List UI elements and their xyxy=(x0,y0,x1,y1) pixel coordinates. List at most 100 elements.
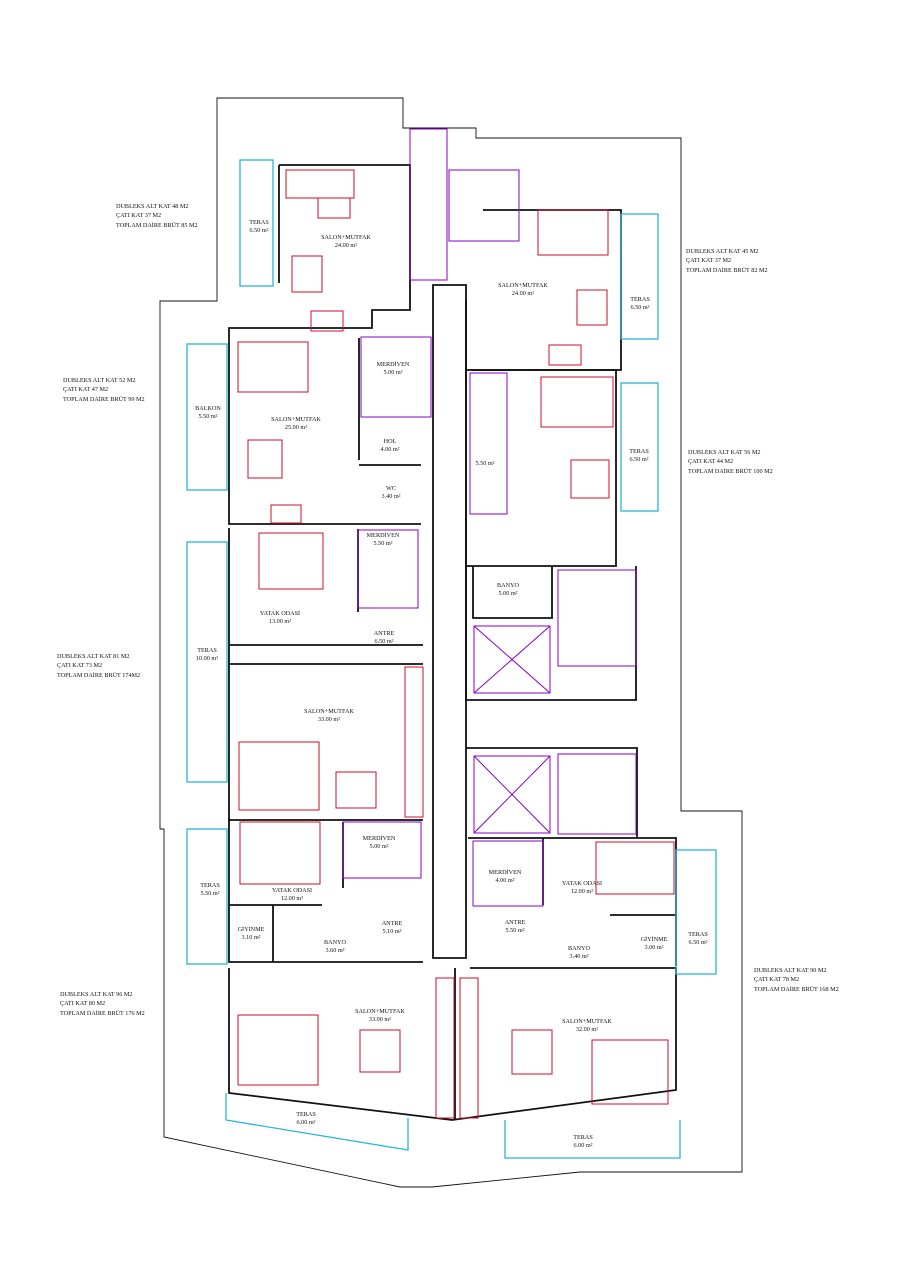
room-area: 5.50 m² xyxy=(198,413,218,420)
room-name: SALON+MUTFAK xyxy=(271,416,321,423)
note-line: DUBLEKS ALT KAT 96 M2 xyxy=(60,991,133,998)
room-area: 33.00 m² xyxy=(368,1016,392,1023)
room-name: YATAK ODASI xyxy=(561,880,603,887)
room-area: 5.00 m² xyxy=(498,590,518,597)
unit-area-note-6: DUBLEKS ALT KAT 96 M2 ÇATI KAT 80 M2 TOP… xyxy=(60,990,145,1018)
room-area: 13.00 m² xyxy=(268,618,292,625)
room-area: 6.00 m² xyxy=(296,1119,316,1126)
room-name: BALKON xyxy=(195,405,221,412)
room-name: BANYO xyxy=(496,582,520,589)
note-line: TOPLAM DAİRE BRÜT 99 M2 xyxy=(63,395,145,403)
room-area: 3.10 m² xyxy=(241,934,261,941)
room-name: ANTRE xyxy=(381,920,403,927)
room-area: 24.00 m² xyxy=(511,290,535,297)
room-area: 3.00 m² xyxy=(644,944,664,951)
note-line: DUBLEKS ALT KAT 52 M2 xyxy=(63,377,136,384)
room-area: 4.00 m² xyxy=(380,446,400,453)
room-area: 10.00 m² xyxy=(195,655,219,662)
room-area: 6.50 m² xyxy=(629,456,649,463)
room-name: TERAS xyxy=(296,1111,316,1118)
terraces xyxy=(186,159,717,1159)
note-line: DUBLEKS ALT KAT 81 M2 xyxy=(57,653,130,660)
room-name: SALON+MUTFAK xyxy=(355,1008,405,1015)
room-area: 6.50 m² xyxy=(249,227,269,234)
room-area: 3.40 m² xyxy=(381,493,401,500)
room-area: 5.10 m² xyxy=(382,928,402,935)
room-name: GİYİNME xyxy=(640,936,668,943)
room-area: 5.50 m² xyxy=(200,890,220,897)
unit-area-note-3: DUBLEKS ALT KAT 52 M2 ÇATI KAT 47 M2 TOP… xyxy=(63,376,145,404)
note-line: TOPLAM DAİRE BRÜT 85 M2 xyxy=(116,221,198,229)
room-area: 12.00 m² xyxy=(570,888,594,895)
room-name: TERAS xyxy=(630,296,650,303)
room-name: TERAS xyxy=(629,448,649,455)
room-area: 5.00 m² xyxy=(383,369,403,376)
note-line: ÇATI KAT 37 M2 xyxy=(686,257,732,265)
unit-area-note-5: DUBLEKS ALT KAT 81 M2 ÇATI KAT 73 M2 TOP… xyxy=(57,652,140,680)
room-area: 5.50 m² xyxy=(475,460,495,467)
unit-area-note-7: DUBLEKS ALT KAT 90 M2 ÇATI KAT 78 M2 TOP… xyxy=(754,966,839,994)
unit-area-note-1: DUBLEKS ALT KAT 48 M2 ÇATI KAT 37 M2 TOP… xyxy=(116,202,198,230)
room-area: 25.00 m² xyxy=(284,424,308,431)
room-name: MERDİVEN xyxy=(362,835,396,842)
note-line: TOPLAM DAİRE BRÜT 168 M2 xyxy=(754,985,839,993)
note-line: ÇATI KAT 47 M2 xyxy=(63,386,109,394)
note-line: ÇATI KAT 78 M2 xyxy=(754,976,800,984)
unit-area-note-4: DUBLEKS ALT KAT 56 M2 ÇATI KAT 44 M2 TOP… xyxy=(688,448,773,476)
room-area: 3.40 m² xyxy=(569,953,589,960)
note-line: DUBLEKS ALT KAT 48 M2 xyxy=(116,203,189,210)
room-area: 12.00 m² xyxy=(280,895,304,902)
room-name: YATAK ODASI xyxy=(271,887,313,894)
room-name: MERDİVEN xyxy=(366,532,400,539)
note-line: ÇATI KAT 73 M2 xyxy=(57,662,103,670)
note-line: TOPLAM DAİRE BRÜT 176 M2 xyxy=(60,1009,145,1017)
room-name: ANTRE xyxy=(504,919,526,926)
room-area: 32.00 m² xyxy=(575,1026,599,1033)
room-area: 33.00 m² xyxy=(317,716,341,723)
room-name: TERAS xyxy=(197,647,217,654)
room-name: MERDİVEN xyxy=(376,361,410,368)
note-line: TOPLAM DAİRE BRÜT 100 M2 xyxy=(688,467,773,475)
note-line: ÇATI KAT 44 M2 xyxy=(688,458,734,466)
room-area: 5.50 m² xyxy=(373,540,393,547)
room-area: 6.00 m² xyxy=(573,1142,593,1149)
room-name: GİYİNME xyxy=(237,926,265,933)
unit-area-note-2: DUBLEKS ALT KAT 45 M2 ÇATI KAT 37 M2 TOP… xyxy=(686,247,768,275)
room-area: 3.60 m² xyxy=(325,947,345,954)
room-area: 6.50 m² xyxy=(630,304,650,311)
note-line: DUBLEKS ALT KAT 45 M2 xyxy=(686,248,759,255)
room-name: SALON+MUTFAK xyxy=(498,282,548,289)
room-name: SALON+MUTFAK xyxy=(304,708,354,715)
room-name: TERAS xyxy=(200,882,220,889)
site-boundary xyxy=(159,97,743,1188)
note-line: DUBLEKS ALT KAT 90 M2 xyxy=(754,967,827,974)
room-name: YATAK ODASI xyxy=(259,610,301,617)
room-name: TERAS xyxy=(249,219,269,226)
stair-symbols xyxy=(342,128,637,907)
furniture xyxy=(237,169,675,1119)
room-area: 4.00 m² xyxy=(495,877,515,884)
note-line: ÇATI KAT 80 M2 xyxy=(60,1000,106,1008)
room-area: 5.50 m² xyxy=(505,927,525,934)
note-line: TOPLAM DAİRE BRÜT 82 M2 xyxy=(686,266,768,274)
